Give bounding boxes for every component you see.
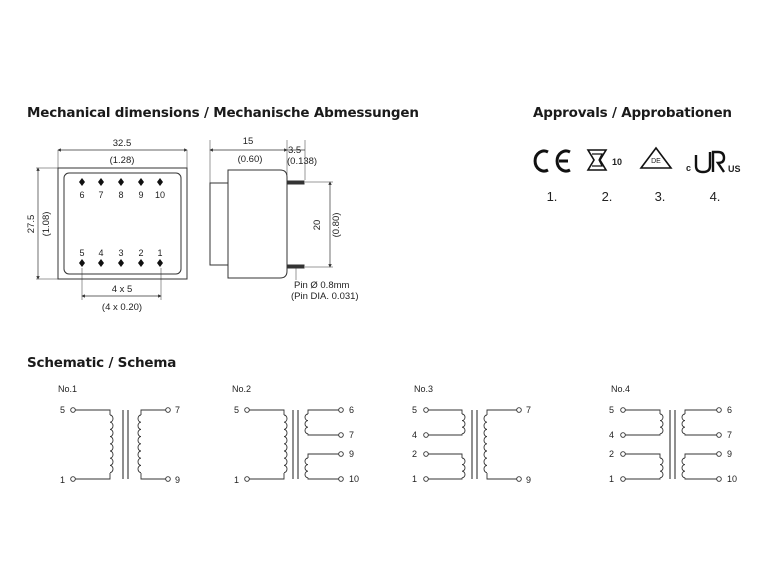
schematic-pin: 5 bbox=[412, 405, 417, 415]
pin-label: 10 bbox=[155, 190, 165, 200]
ce-mark-icon bbox=[533, 149, 571, 173]
pin-length-mm-label: 3.5 bbox=[288, 145, 301, 156]
schematic-no2 bbox=[244, 407, 344, 482]
top-view-drawing bbox=[36, 148, 188, 300]
schematic-pin: 10 bbox=[349, 474, 359, 484]
approval-number: 1. bbox=[547, 189, 558, 204]
pin-label: 8 bbox=[118, 190, 123, 200]
schematic-pin: 9 bbox=[526, 475, 531, 485]
svg-text:US: US bbox=[728, 164, 741, 174]
pin-label: 5 bbox=[79, 248, 84, 258]
schematic-no1 bbox=[70, 407, 171, 482]
schematic-pin: 7 bbox=[526, 405, 531, 415]
approvals-heading: Approvals / Approbationen bbox=[533, 105, 732, 121]
pitch-in-label: (4 x 0.20) bbox=[102, 302, 142, 313]
schematic-pin: 5 bbox=[234, 405, 239, 415]
schematic-no3 bbox=[423, 407, 522, 482]
schematic-pin: 10 bbox=[727, 474, 737, 484]
schematic-pin: 5 bbox=[60, 405, 65, 415]
svg-text:DE: DE bbox=[651, 158, 661, 165]
side-view-drawing bbox=[209, 140, 333, 280]
approval-number: 4. bbox=[710, 189, 721, 204]
schematic-label: No.1 bbox=[58, 384, 77, 394]
schematic-pin: 1 bbox=[412, 474, 417, 484]
schematic-pin: 7 bbox=[727, 430, 732, 440]
schematic-pin: 7 bbox=[175, 405, 180, 415]
schematic-heading: Schematic / Schema bbox=[27, 355, 177, 371]
schematic-pin: 9 bbox=[175, 475, 180, 485]
approval-number: 2. bbox=[602, 189, 613, 204]
ur-mark-icon: c US bbox=[686, 150, 741, 174]
schematic-pin: 7 bbox=[349, 430, 354, 440]
schematic-pin: 6 bbox=[349, 405, 354, 415]
pin-label: 7 bbox=[98, 190, 103, 200]
schematic-pin: 5 bbox=[609, 405, 614, 415]
pin-span-in-label: (0.80) bbox=[331, 213, 342, 238]
schematic-pin: 4 bbox=[609, 430, 614, 440]
pin-label: 3 bbox=[118, 248, 123, 258]
svg-text:10: 10 bbox=[612, 157, 622, 167]
pin-label: 2 bbox=[138, 248, 143, 258]
schematic-label: No.2 bbox=[232, 384, 251, 394]
schematic-label: No.3 bbox=[414, 384, 433, 394]
mechanical-heading: Mechanical dimensions / Mechanische Abme… bbox=[27, 105, 419, 121]
pitch-mm-label: 4 x 5 bbox=[112, 284, 133, 295]
schematic-label: No.4 bbox=[611, 384, 630, 394]
height-in-label: (1.08) bbox=[41, 212, 52, 237]
width-mm-label: 32.5 bbox=[113, 138, 132, 149]
schematic-pin: 1 bbox=[234, 475, 239, 485]
schematic-pin: 9 bbox=[727, 449, 732, 459]
width-in-label: (1.28) bbox=[110, 155, 135, 166]
pin-dia-mm-label: Pin Ø 0.8mm bbox=[294, 280, 350, 291]
pin-label: 6 bbox=[79, 190, 84, 200]
schematic-pin: 9 bbox=[349, 449, 354, 459]
approval-number: 3. bbox=[655, 189, 666, 204]
schematic-no4 bbox=[620, 407, 722, 482]
pin-span-mm-label: 20 bbox=[312, 220, 323, 231]
schematic-pin: 1 bbox=[60, 475, 65, 485]
pin-label: 9 bbox=[138, 190, 143, 200]
schematic-pin: 2 bbox=[412, 449, 417, 459]
vde-mark-icon: DE bbox=[639, 146, 673, 169]
height-mm-label: 27.5 bbox=[26, 215, 37, 234]
pin-label: 4 bbox=[98, 248, 103, 258]
svg-text:c: c bbox=[686, 163, 691, 173]
schematic-pin: 1 bbox=[609, 474, 614, 484]
schematic-pin: 4 bbox=[412, 430, 417, 440]
pin-label: 1 bbox=[157, 248, 162, 258]
depth-in-label: (0.60) bbox=[238, 154, 263, 165]
pin-length-in-label: (0.138) bbox=[287, 156, 317, 167]
depth-mm-label: 15 bbox=[243, 136, 254, 147]
top-view-pins bbox=[79, 178, 163, 267]
semko-mark-icon: 10 bbox=[586, 149, 622, 171]
pin-dia-in-label: (Pin DIA. 0.031) bbox=[291, 291, 359, 302]
schematic-pin: 6 bbox=[727, 405, 732, 415]
schematic-pin: 2 bbox=[609, 449, 614, 459]
